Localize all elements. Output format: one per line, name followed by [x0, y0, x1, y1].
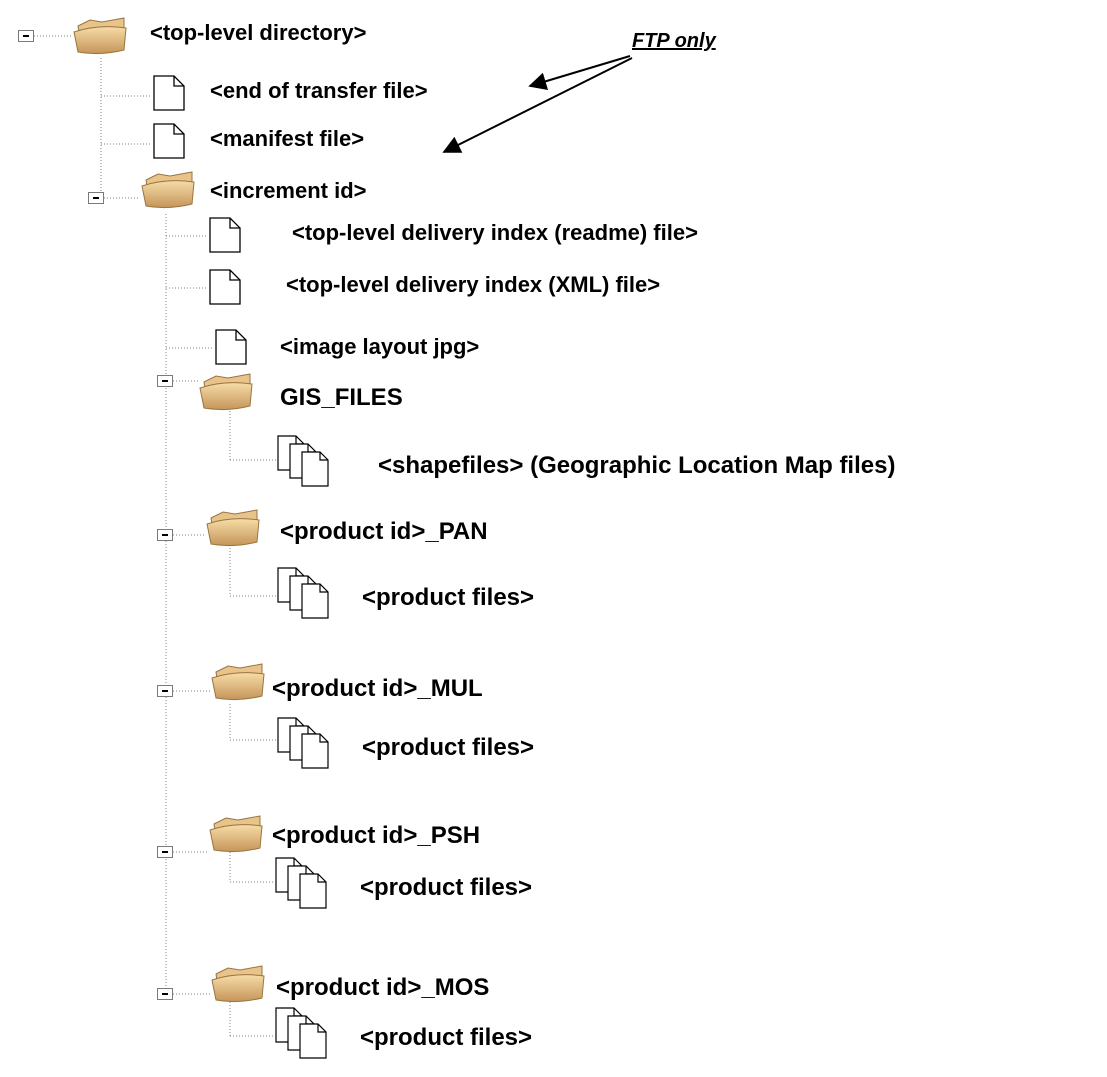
- file-icon: [152, 74, 186, 112]
- multi-file-icon: [276, 566, 338, 620]
- node-label: <increment id>: [210, 178, 367, 203]
- folder-icon: [72, 16, 128, 56]
- collapse-box-icon[interactable]: [18, 30, 34, 42]
- node-label: <shapefiles> (Geographic Location Map fi…: [378, 452, 896, 479]
- node-label: <end of transfer file>: [210, 78, 428, 103]
- node-label: <product id>_PSH: [272, 822, 481, 849]
- node-label: <product files>: [360, 1024, 533, 1051]
- folder-icon: [205, 508, 261, 548]
- multi-file-icon: [274, 1006, 336, 1060]
- folder-icon: [198, 372, 254, 412]
- ftp-arrow-manifest: [442, 57, 633, 153]
- ftp-only-note: FTP only: [632, 30, 716, 52]
- multi-file-icon: [276, 434, 338, 488]
- folder-icon: [208, 814, 264, 854]
- collapse-box-icon[interactable]: [157, 846, 173, 858]
- node-label: <image layout jpg>: [280, 334, 480, 359]
- node-label: <product id>_MUL: [272, 675, 483, 702]
- node-label: <product id>_MOS: [276, 974, 490, 1001]
- multi-file-icon: [276, 716, 338, 770]
- file-icon: [152, 122, 186, 160]
- node-label: GIS_FILES: [280, 384, 403, 411]
- node-label: <product id>_PAN: [280, 518, 488, 545]
- collapse-box-icon[interactable]: [157, 375, 173, 387]
- file-icon: [214, 328, 248, 366]
- node-label: <product files>: [360, 874, 533, 901]
- file-icon: [208, 268, 242, 306]
- node-label: <product files>: [362, 734, 535, 761]
- multi-file-icon: [274, 856, 336, 910]
- node-label: <top-level directory>: [150, 20, 367, 45]
- collapse-box-icon[interactable]: [157, 988, 173, 1000]
- node-label: <top-level delivery index (XML) file>: [286, 272, 661, 297]
- collapse-box-icon[interactable]: [88, 192, 104, 204]
- folder-icon: [140, 170, 196, 210]
- ftp-arrow-end-of-transfer: [528, 55, 631, 90]
- file-icon: [208, 216, 242, 254]
- node-label: <top-level delivery index (readme) file>: [292, 220, 698, 245]
- folder-icon: [210, 662, 266, 702]
- node-label: <product files>: [362, 584, 535, 611]
- collapse-box-icon[interactable]: [157, 529, 173, 541]
- folder-icon: [210, 964, 266, 1004]
- node-label: <manifest file>: [210, 126, 365, 151]
- collapse-box-icon[interactable]: [157, 685, 173, 697]
